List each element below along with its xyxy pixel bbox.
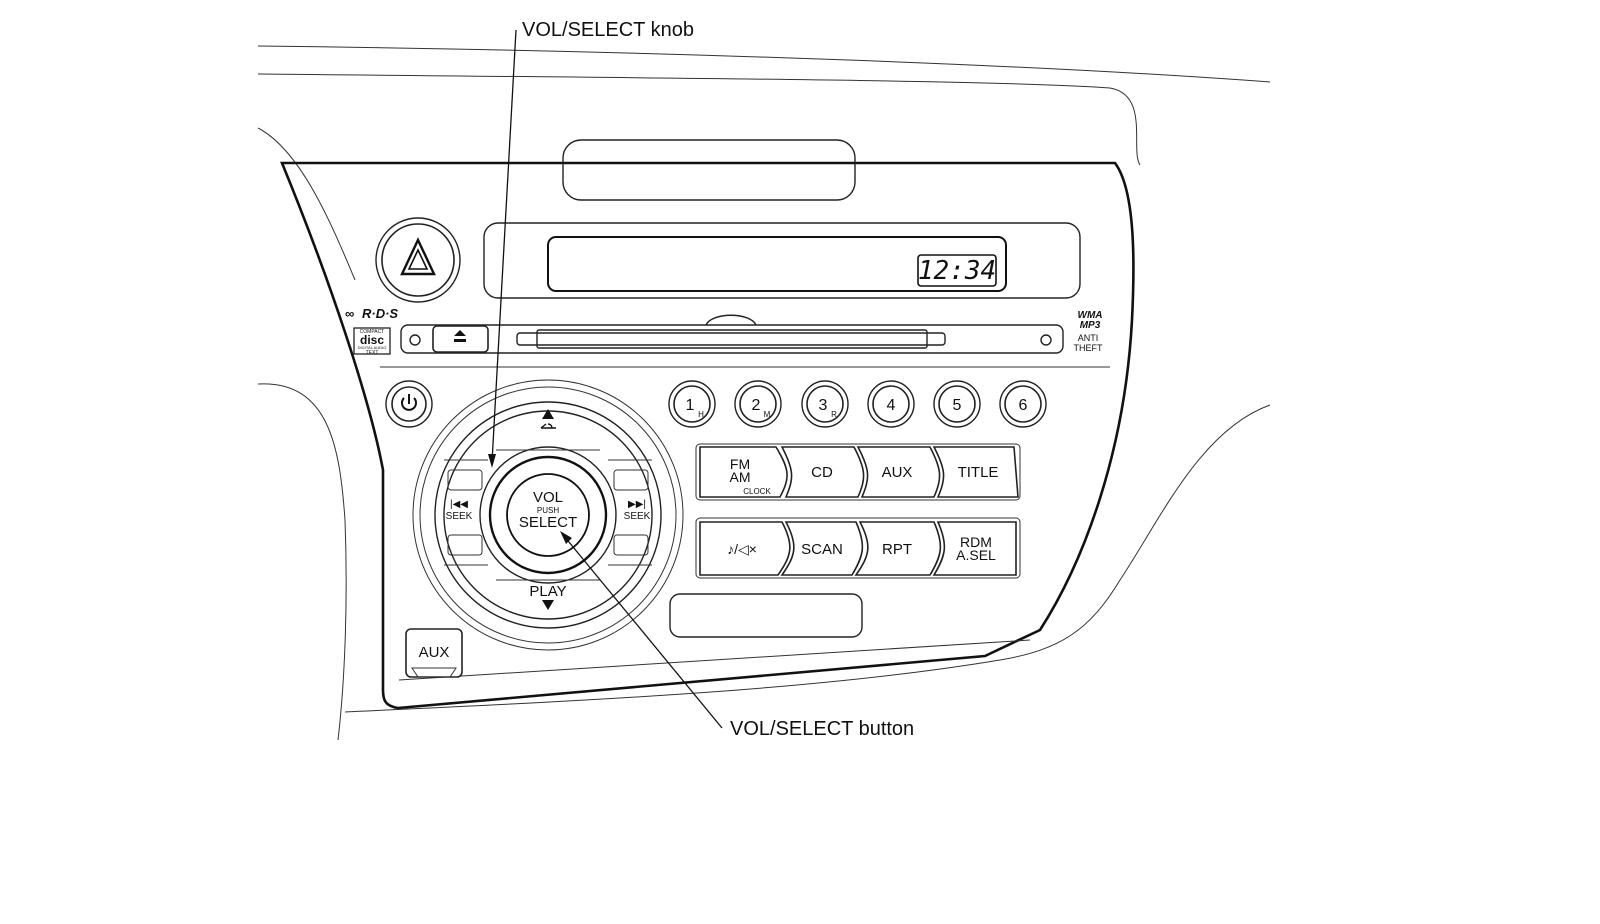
cd-button[interactable]: CD (780, 446, 865, 498)
preset-button-5[interactable]: 5 (933, 380, 981, 428)
rpt-button[interactable]: RPT (854, 521, 942, 576)
scan-button[interactable]: SCAN (780, 521, 864, 576)
button-callout-label: VOL/SELECT button (730, 718, 914, 740)
svg-text:ANTI: ANTI (1078, 333, 1099, 343)
cd-slot (516, 332, 946, 346)
svg-text:CD: CD (811, 464, 833, 481)
svg-text:DIGITAL AUDIO: DIGITAL AUDIO (358, 345, 387, 350)
mode-row-bottom: ♪/◁× SCAN RPT RDM A.SEL (695, 517, 1021, 579)
svg-text:♪/◁×: ♪/◁× (727, 541, 757, 557)
svg-text:3: 3 (819, 397, 828, 414)
svg-text:TITLE: TITLE (958, 464, 999, 481)
rdm-asel-button[interactable]: RDM A.SEL (932, 521, 1017, 576)
title-button[interactable]: TITLE (932, 446, 1019, 498)
mode-row-top: FM AM CLOCK CD AUX TITLE (695, 443, 1021, 501)
svg-text:RPT: RPT (882, 541, 912, 558)
svg-text:2: 2 (752, 397, 761, 414)
seek-back-key[interactable]: |◀◀ SEEK (446, 499, 473, 522)
svg-text:AUX: AUX (419, 644, 450, 661)
preset-buttons: 1 H 2 M 3 R 4 5 6 (668, 380, 1047, 428)
svg-text:VOL: VOL (533, 489, 563, 506)
cd-slot-panel (400, 314, 1064, 354)
vol-select-button[interactable]: VOL PUSH SELECT (488, 455, 608, 575)
svg-text:FM: FM (730, 456, 750, 472)
power-button[interactable] (385, 380, 433, 428)
play-key[interactable]: PLAY (529, 583, 567, 610)
seek-forward-key[interactable]: ▶▶| SEEK (624, 499, 651, 522)
aux-mode-button[interactable]: AUX (856, 446, 941, 498)
power-icon (401, 397, 417, 411)
down-arrow-icon (542, 600, 554, 610)
hazard-button[interactable] (375, 217, 461, 303)
clock-readout-box (917, 254, 997, 287)
svg-text:CLOCK: CLOCK (743, 487, 771, 496)
svg-text:R·D·S: R·D·S (362, 306, 398, 321)
bottom-panel-slot (669, 593, 863, 638)
preset-button-1[interactable]: 1 H (668, 380, 716, 428)
svg-text:MP3: MP3 (1080, 320, 1101, 331)
preset-button-6[interactable]: 6 (999, 380, 1047, 428)
rds-logo: ∞ R·D·S (345, 306, 398, 321)
svg-text:PUSH: PUSH (537, 506, 559, 515)
svg-text:6: 6 (1019, 397, 1028, 414)
svg-text:PLAY: PLAY (529, 583, 566, 600)
up-arrow-icon (542, 409, 554, 419)
wma-mp3-logo: WMA MP3 (1078, 310, 1103, 331)
return-icon (540, 423, 556, 429)
eject-icon (454, 330, 466, 342)
svg-text:M: M (764, 410, 771, 419)
preset-button-4[interactable]: 4 (867, 380, 915, 428)
dashboard-outline (257, 45, 1271, 741)
fm-am-button[interactable]: FM AM CLOCK (699, 446, 788, 498)
svg-text:RDM: RDM (960, 534, 992, 550)
svg-text:SELECT: SELECT (519, 514, 577, 531)
svg-text:COMPACT: COMPACT (360, 329, 385, 335)
knob-callout-label: VOL/SELECT knob (522, 19, 694, 41)
button-callout-line (560, 531, 723, 729)
svg-text:∞: ∞ (345, 306, 354, 321)
svg-text:SEEK: SEEK (624, 511, 651, 522)
hazard-triangle-icon (400, 237, 436, 276)
display-window (547, 236, 1007, 292)
display-surround (483, 222, 1081, 299)
svg-text:R: R (831, 410, 837, 419)
svg-text:SCAN: SCAN (801, 541, 843, 558)
sound-mute-button[interactable]: ♪/◁× (699, 521, 791, 576)
faceplate (280, 161, 1135, 710)
preset-button-2[interactable]: 2 M (734, 380, 782, 428)
seek-forward-icon: ▶▶| (628, 499, 646, 510)
svg-text:H: H (698, 410, 704, 419)
eject-up-key[interactable] (540, 409, 556, 429)
svg-text:AUX: AUX (882, 464, 913, 481)
preset-button-3[interactable]: 3 R (801, 380, 849, 428)
compact-disc-logo: COMPACT disc DIGITAL AUDIO TEXT (353, 327, 391, 356)
svg-text:disc: disc (360, 333, 384, 347)
aux-jack-cover[interactable]: AUX (405, 628, 463, 678)
seek-back-icon: |◀◀ (450, 499, 468, 510)
knob-assembly (412, 379, 684, 651)
svg-text:TEXT: TEXT (366, 350, 379, 356)
eject-button[interactable] (432, 325, 489, 353)
svg-text:AM: AM (730, 469, 751, 485)
knob-callout-line (488, 29, 517, 468)
svg-text:WMA: WMA (1078, 310, 1103, 321)
clock-readout: 12:34 (918, 256, 996, 286)
svg-text:THEFT: THEFT (1074, 343, 1103, 353)
svg-text:5: 5 (953, 397, 962, 414)
svg-text:4: 4 (887, 397, 896, 414)
svg-text:1: 1 (686, 397, 695, 414)
top-panel-slot (562, 139, 856, 201)
anti-theft-label: ANTI THEFT (1074, 333, 1103, 353)
svg-text:SEEK: SEEK (446, 511, 473, 522)
svg-text:A.SEL: A.SEL (956, 547, 996, 563)
